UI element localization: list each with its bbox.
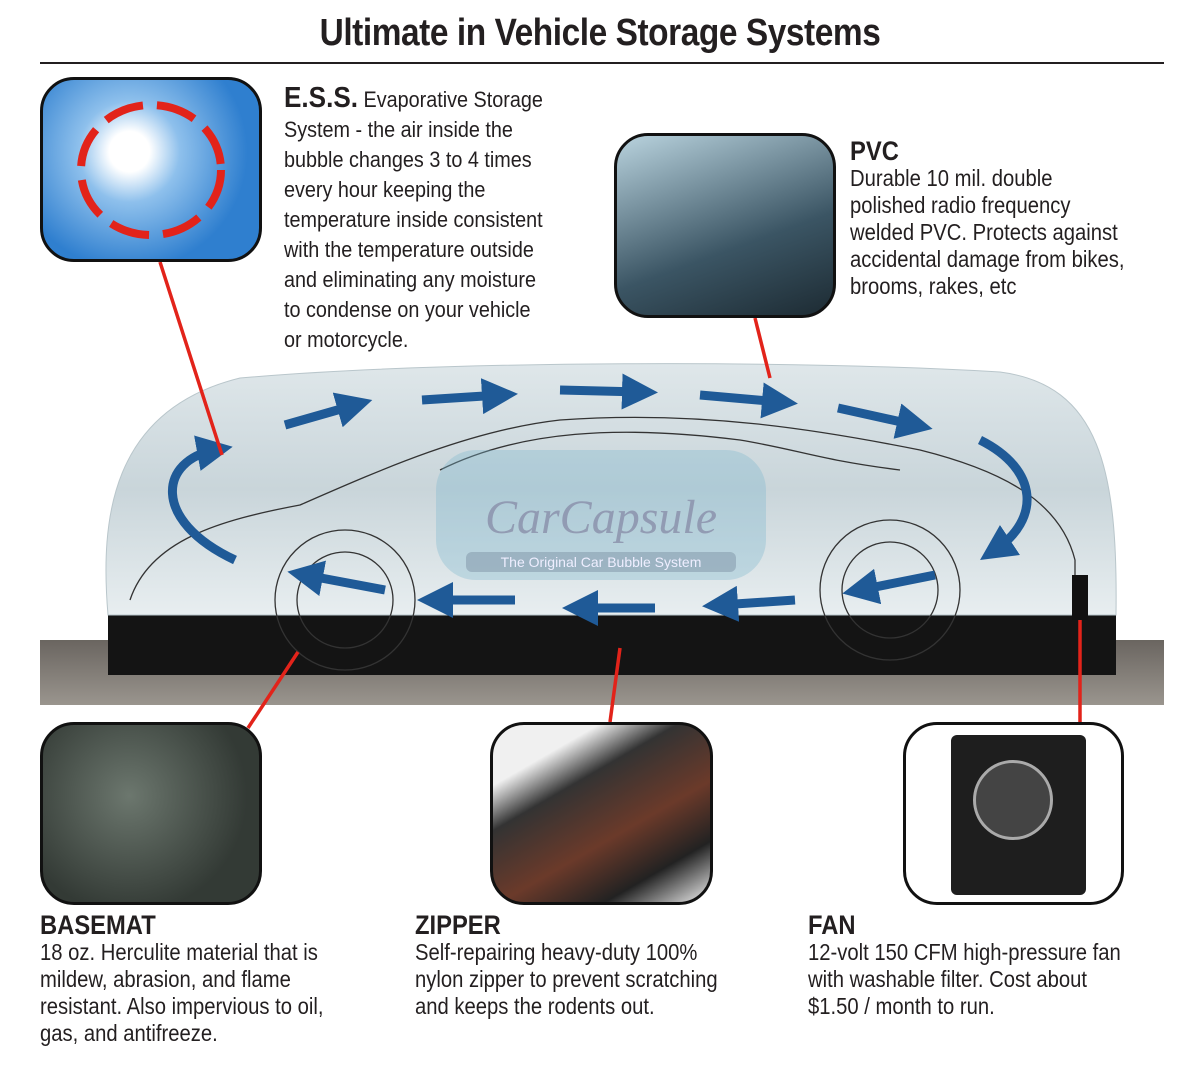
logo-tagline: The Original Car Bubble System: [466, 552, 736, 572]
pvc-heading: PVC: [850, 136, 899, 166]
pvc-line: brooms, rakes, etc: [850, 273, 1017, 299]
pvc-line: Durable 10 mil. double: [850, 165, 1053, 191]
zipper-line: and keeps the rodents out.: [415, 993, 655, 1019]
ess-line: or motorcycle.: [284, 327, 409, 352]
pvc-hammer-photo: [614, 133, 836, 318]
ess-line: with the temperature outside: [284, 237, 534, 262]
basemat-line: 18 oz. Herculite material that is: [40, 939, 318, 965]
ess-line: every hour keeping the: [284, 177, 486, 202]
zipper-photo: [490, 722, 713, 905]
car-sketch: [129, 416, 1076, 671]
fan-line: 12-volt 150 CFM high-pressure fan: [808, 939, 1121, 965]
carcapsule-logo: CarCapsule: [484, 491, 718, 544]
ess-line: System - the air inside the: [284, 117, 513, 142]
basemat-photo: [40, 722, 262, 905]
zipper-line: Self-repairing heavy-duty 100%: [415, 939, 698, 965]
fan-line: $1.50 / month to run.: [808, 993, 995, 1019]
pvc-line: welded PVC. Protects against: [850, 219, 1118, 245]
basemat-edge: [108, 612, 1116, 675]
circular-arrows-icon: [77, 101, 225, 239]
zipper-line: nylon zipper to prevent scratching: [415, 966, 718, 992]
pvc-line: accidental damage from bikes,: [850, 246, 1125, 272]
fan-icon: [951, 735, 1086, 895]
fan-description: FAN 12-volt 150 CFM high-pressure fan wi…: [808, 912, 1121, 1020]
ess-line: Evaporative Storage: [363, 87, 543, 112]
ess-line: temperature inside consistent: [284, 207, 543, 232]
basemat-line: mildew, abrasion, and flame: [40, 966, 291, 992]
zipper-heading: ZIPPER: [415, 910, 501, 940]
title-divider: [40, 62, 1164, 64]
ess-sky-photo: [40, 77, 262, 262]
zipper-description: ZIPPER Self-repairing heavy-duty 100% ny…: [415, 912, 718, 1020]
ess-heading: E.S.S.: [284, 82, 358, 114]
basemat-heading: BASEMAT: [40, 910, 156, 940]
basemat-description: BASEMAT 18 oz. Herculite material that i…: [40, 912, 323, 1047]
pvc-line: polished radio frequency: [850, 192, 1071, 218]
airflow-arrows: [167, 373, 1032, 626]
fan-heading: FAN: [808, 910, 856, 940]
page-title: Ultimate in Vehicle Storage Systems: [319, 12, 881, 54]
pvc-description: PVC Durable 10 mil. double polished radi…: [850, 138, 1125, 300]
ess-description: E.S.S. Evaporative Storage System - the …: [284, 82, 543, 355]
basemat-line: gas, and antifreeze.: [40, 1020, 218, 1046]
fan-line: with washable filter. Cost about: [808, 966, 1088, 992]
ess-line: and eliminating any moisture: [284, 267, 537, 292]
ess-line: to condense on your vehicle: [284, 297, 531, 322]
ess-line: bubble changes 3 to 4 times: [284, 147, 532, 172]
fan-photo: [903, 722, 1124, 905]
basemat-line: resistant. Also impervious to oil,: [40, 993, 324, 1019]
